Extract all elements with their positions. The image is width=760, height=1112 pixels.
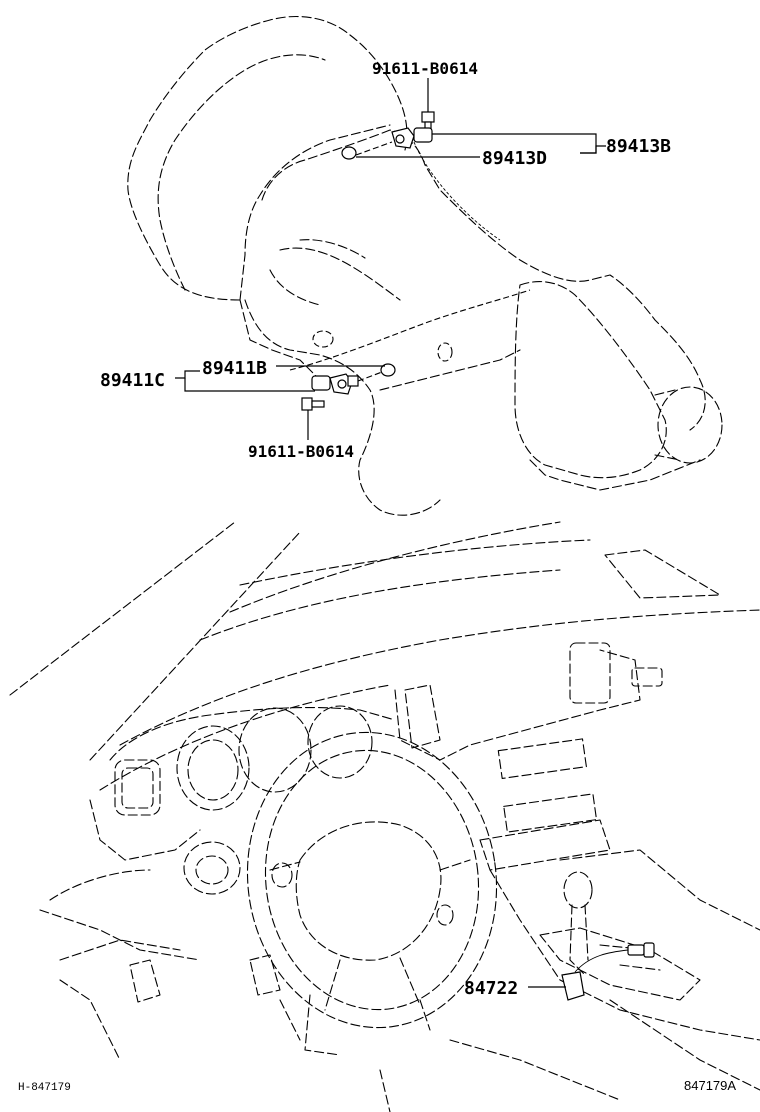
dash-top-surface (199, 539, 591, 641)
label-89411B: 89411B (202, 358, 267, 379)
leader-89411C-bracket-bottom (184, 378, 315, 392)
case-lower-front (379, 349, 521, 391)
air-vent-left (114, 759, 161, 816)
shift-gate (539, 927, 701, 1001)
speed-sensor-top (341, 78, 606, 241)
case-rib-2 (299, 239, 366, 259)
pedal-right (249, 954, 281, 996)
gauge-left (176, 725, 250, 811)
dash-upper-pad (119, 609, 760, 746)
hazard-switch (631, 667, 663, 687)
output-shaft-end (657, 386, 723, 464)
footer-left-code: H-847179 (18, 1082, 71, 1094)
radio-unit (503, 793, 598, 833)
footer-right-code: 847179A (684, 1078, 736, 1093)
oring-top-icon (341, 146, 357, 160)
shift-knob (563, 871, 593, 909)
steering-wheel-hub (295, 821, 442, 961)
floor-line (59, 979, 391, 1112)
oring-bottom-icon (380, 363, 396, 377)
dash-left-lower (39, 909, 201, 961)
sensor-top-harness (413, 141, 501, 241)
a-pillar-left-inner (89, 531, 301, 761)
climate-panel (479, 819, 611, 871)
shift-lock-part-icon (561, 942, 655, 1001)
dash-mid-line (99, 684, 391, 791)
leader-89411C-bracket-top (175, 370, 200, 379)
case-rib-1 (279, 247, 401, 301)
label-89413B: 89413B (606, 136, 671, 157)
bell-housing-flange (239, 124, 391, 301)
vent-center-right (569, 642, 611, 704)
output-flange (654, 389, 681, 461)
speed-sensor-bottom (175, 363, 396, 440)
gauge-right (307, 705, 373, 779)
label-89413D: 89413D (482, 148, 547, 169)
boss-2 (437, 342, 453, 362)
extension-housing (514, 281, 667, 479)
case-rib-3 (269, 269, 321, 306)
instrument-hood (109, 706, 396, 761)
sensor-bottom-icon (311, 373, 359, 395)
steering-wheel-spokes (269, 859, 471, 1011)
boss-1 (312, 330, 334, 348)
bell-housing-inner (157, 54, 326, 291)
label-84722: 84722 (464, 978, 518, 999)
steering-wheel-button-left (271, 862, 293, 888)
dash-left-panel (49, 799, 201, 901)
case-pan (239, 299, 321, 381)
oring-bottom-assembly-line (357, 371, 383, 382)
ignition-switch-inner (195, 855, 229, 885)
steering-wheel-button-right (436, 904, 454, 926)
case-bottom (244, 299, 441, 516)
bolt-bottom-icon (301, 397, 325, 411)
leader-89413B-bracket (580, 145, 606, 154)
pedal-left (129, 959, 161, 1003)
dash-defrost-vent (604, 549, 721, 599)
label-bolt-top: 91611-B0614 (372, 59, 478, 78)
steering-column (304, 994, 431, 1056)
ignition-switch (183, 841, 241, 895)
label-bolt-bottom: 91611-B0614 (248, 442, 354, 461)
transmission-case (261, 129, 706, 431)
dash-top-edge (229, 521, 561, 613)
console-edge (449, 999, 760, 1101)
air-vent-left-inner (121, 767, 154, 809)
steering-wheel-rim (246, 731, 498, 1029)
center-console (489, 849, 760, 1041)
a-pillar-left (9, 521, 236, 696)
oring-assembly-line (355, 141, 393, 156)
vehicle-interior (9, 521, 760, 1112)
label-89411C: 89411C (100, 370, 165, 391)
radio-display (497, 738, 587, 779)
case-lower-rear (529, 459, 701, 491)
case-centerline (289, 289, 531, 371)
bell-housing-outline (127, 15, 408, 301)
center-vent-left (404, 684, 441, 749)
sensor-top-icon (391, 127, 433, 149)
steering-wheel-rim-inner (264, 749, 480, 1011)
center-stack (394, 649, 641, 761)
gauge-center (238, 707, 312, 793)
shift-lever-shaft (569, 904, 589, 976)
gauge-left-inner (187, 739, 239, 801)
transmission-assembly (127, 15, 723, 516)
